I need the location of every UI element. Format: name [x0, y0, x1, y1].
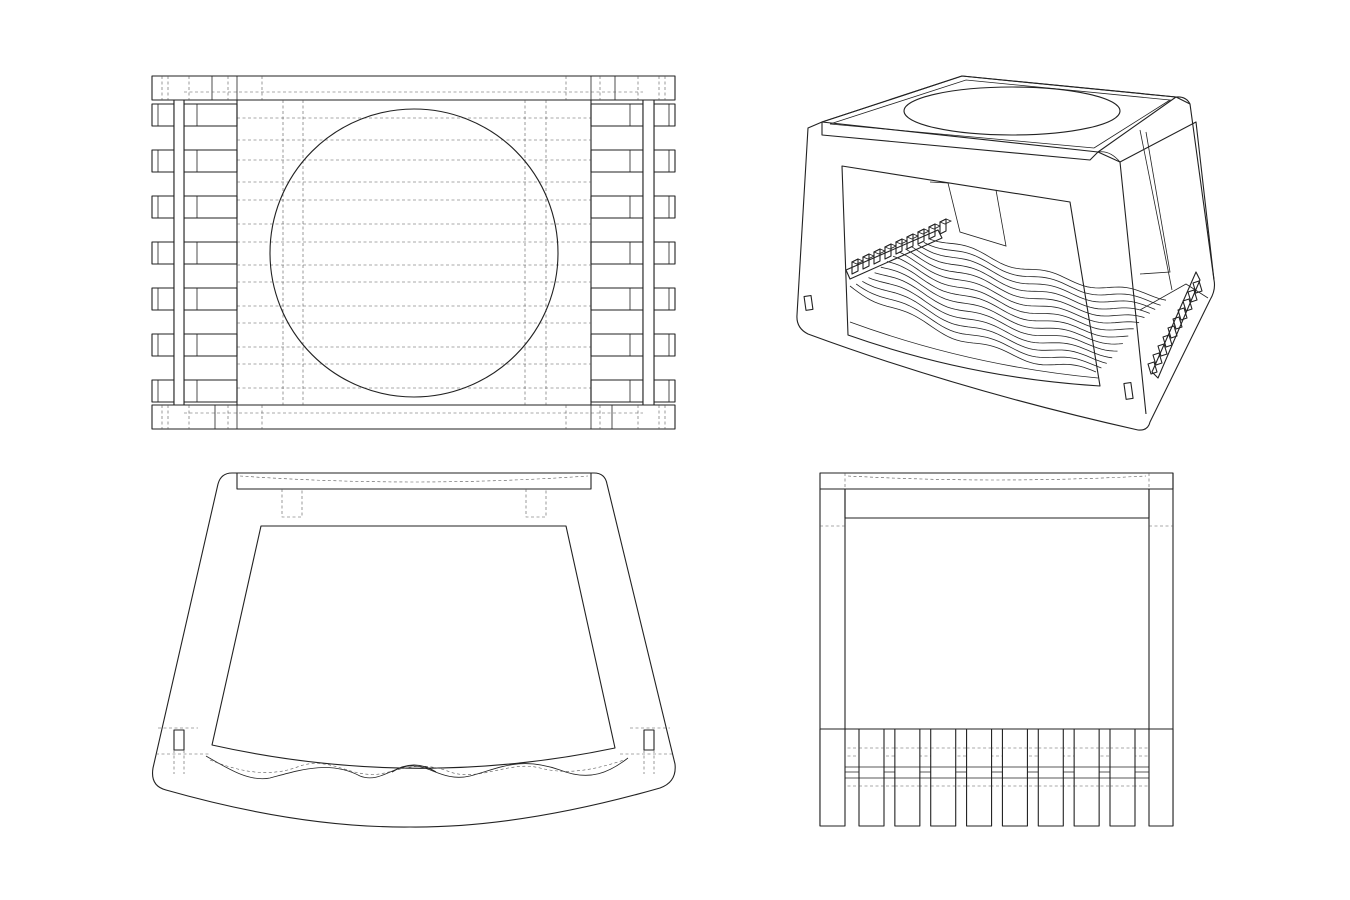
top-view-left-slat: [151, 287, 238, 311]
side-view-leg: [930, 728, 957, 827]
side-view-left-leg: [819, 728, 846, 827]
front-view-right-slot: [643, 729, 655, 751]
top-view-rear-rail: [151, 75, 676, 101]
top-view-left-slat: [151, 103, 238, 127]
top-view-right-slat: [590, 103, 676, 127]
iso-wavy-slat: [905, 248, 1145, 318]
iso-right-slat-end: [1177, 307, 1188, 321]
iso-wavy-slat: [849, 285, 1097, 373]
top-view-left-slat: [151, 333, 238, 357]
iso-wavy-slat: [917, 244, 1156, 310]
iso-right-slat-end: [1182, 298, 1193, 312]
top-view-right-slat: [590, 241, 676, 265]
iso-wavy-slat: [880, 266, 1123, 345]
front-view: [151, 472, 676, 828]
iso-left-slot: [803, 294, 814, 311]
iso-wavy-slat: [929, 238, 1167, 301]
top-view-front-rail: [151, 404, 676, 430]
front-view-outline: [151, 472, 676, 828]
iso-wavy-slat: [886, 261, 1129, 338]
top-view-left-slat: [151, 195, 238, 219]
top-view-right-slat: [590, 333, 676, 357]
side-view-leg: [1037, 728, 1064, 827]
iso-right-slat-ends: [1139, 271, 1209, 379]
iso-left-slat-ends: [845, 218, 952, 280]
iso-wavy-slats: [849, 238, 1167, 373]
side-view-leg: [966, 728, 993, 827]
iso-front-opening: [841, 165, 1101, 387]
iso-body-outline: [796, 75, 1216, 431]
front-view-seat-edge: [236, 472, 592, 490]
iso-wavy-slat: [868, 277, 1113, 359]
top-view-left-slat: [151, 379, 238, 403]
side-view-leg: [1109, 728, 1136, 827]
top-view: [151, 75, 676, 430]
side-view-leg: [894, 728, 921, 827]
top-view-right-slat: [590, 287, 676, 311]
top-view-left-slat: [151, 241, 238, 265]
iso-wavy-slat: [892, 255, 1134, 331]
side-view-right-leg: [1148, 728, 1174, 827]
iso-wavy-slat: [874, 272, 1118, 352]
top-view-seat-panel: [236, 99, 592, 406]
front-view-left-slot: [173, 729, 185, 751]
top-view-right-slat: [590, 149, 676, 173]
side-view-seat-band: [844, 488, 1150, 519]
side-view-leg: [858, 728, 885, 827]
top-view-right-slat: [590, 379, 676, 403]
top-view-hidden-lines: [161, 76, 666, 429]
side-view-leg: [1001, 728, 1028, 827]
iso-wavy-slat: [923, 242, 1161, 306]
side-view-slat-legs: [819, 728, 1174, 827]
iso-wavy-slat: [855, 283, 1102, 369]
iso-seat-hole: [903, 86, 1121, 136]
top-view-seat-hole: [269, 108, 559, 398]
iso-wavy-slat: [899, 251, 1140, 324]
top-view-right-slat: [590, 195, 676, 219]
iso-wavy-slat: [911, 246, 1150, 314]
top-view-left-slat: [151, 149, 238, 173]
side-view-top-rail: [819, 472, 1174, 490]
top-view-slats: [151, 99, 676, 406]
iso-right-slot: [1123, 381, 1134, 400]
side-view: [819, 472, 1174, 827]
front-view-opening: [211, 525, 616, 769]
side-view-leg: [1073, 728, 1100, 827]
iso-wavy-slat: [862, 280, 1107, 364]
isometric-view: [796, 75, 1216, 431]
